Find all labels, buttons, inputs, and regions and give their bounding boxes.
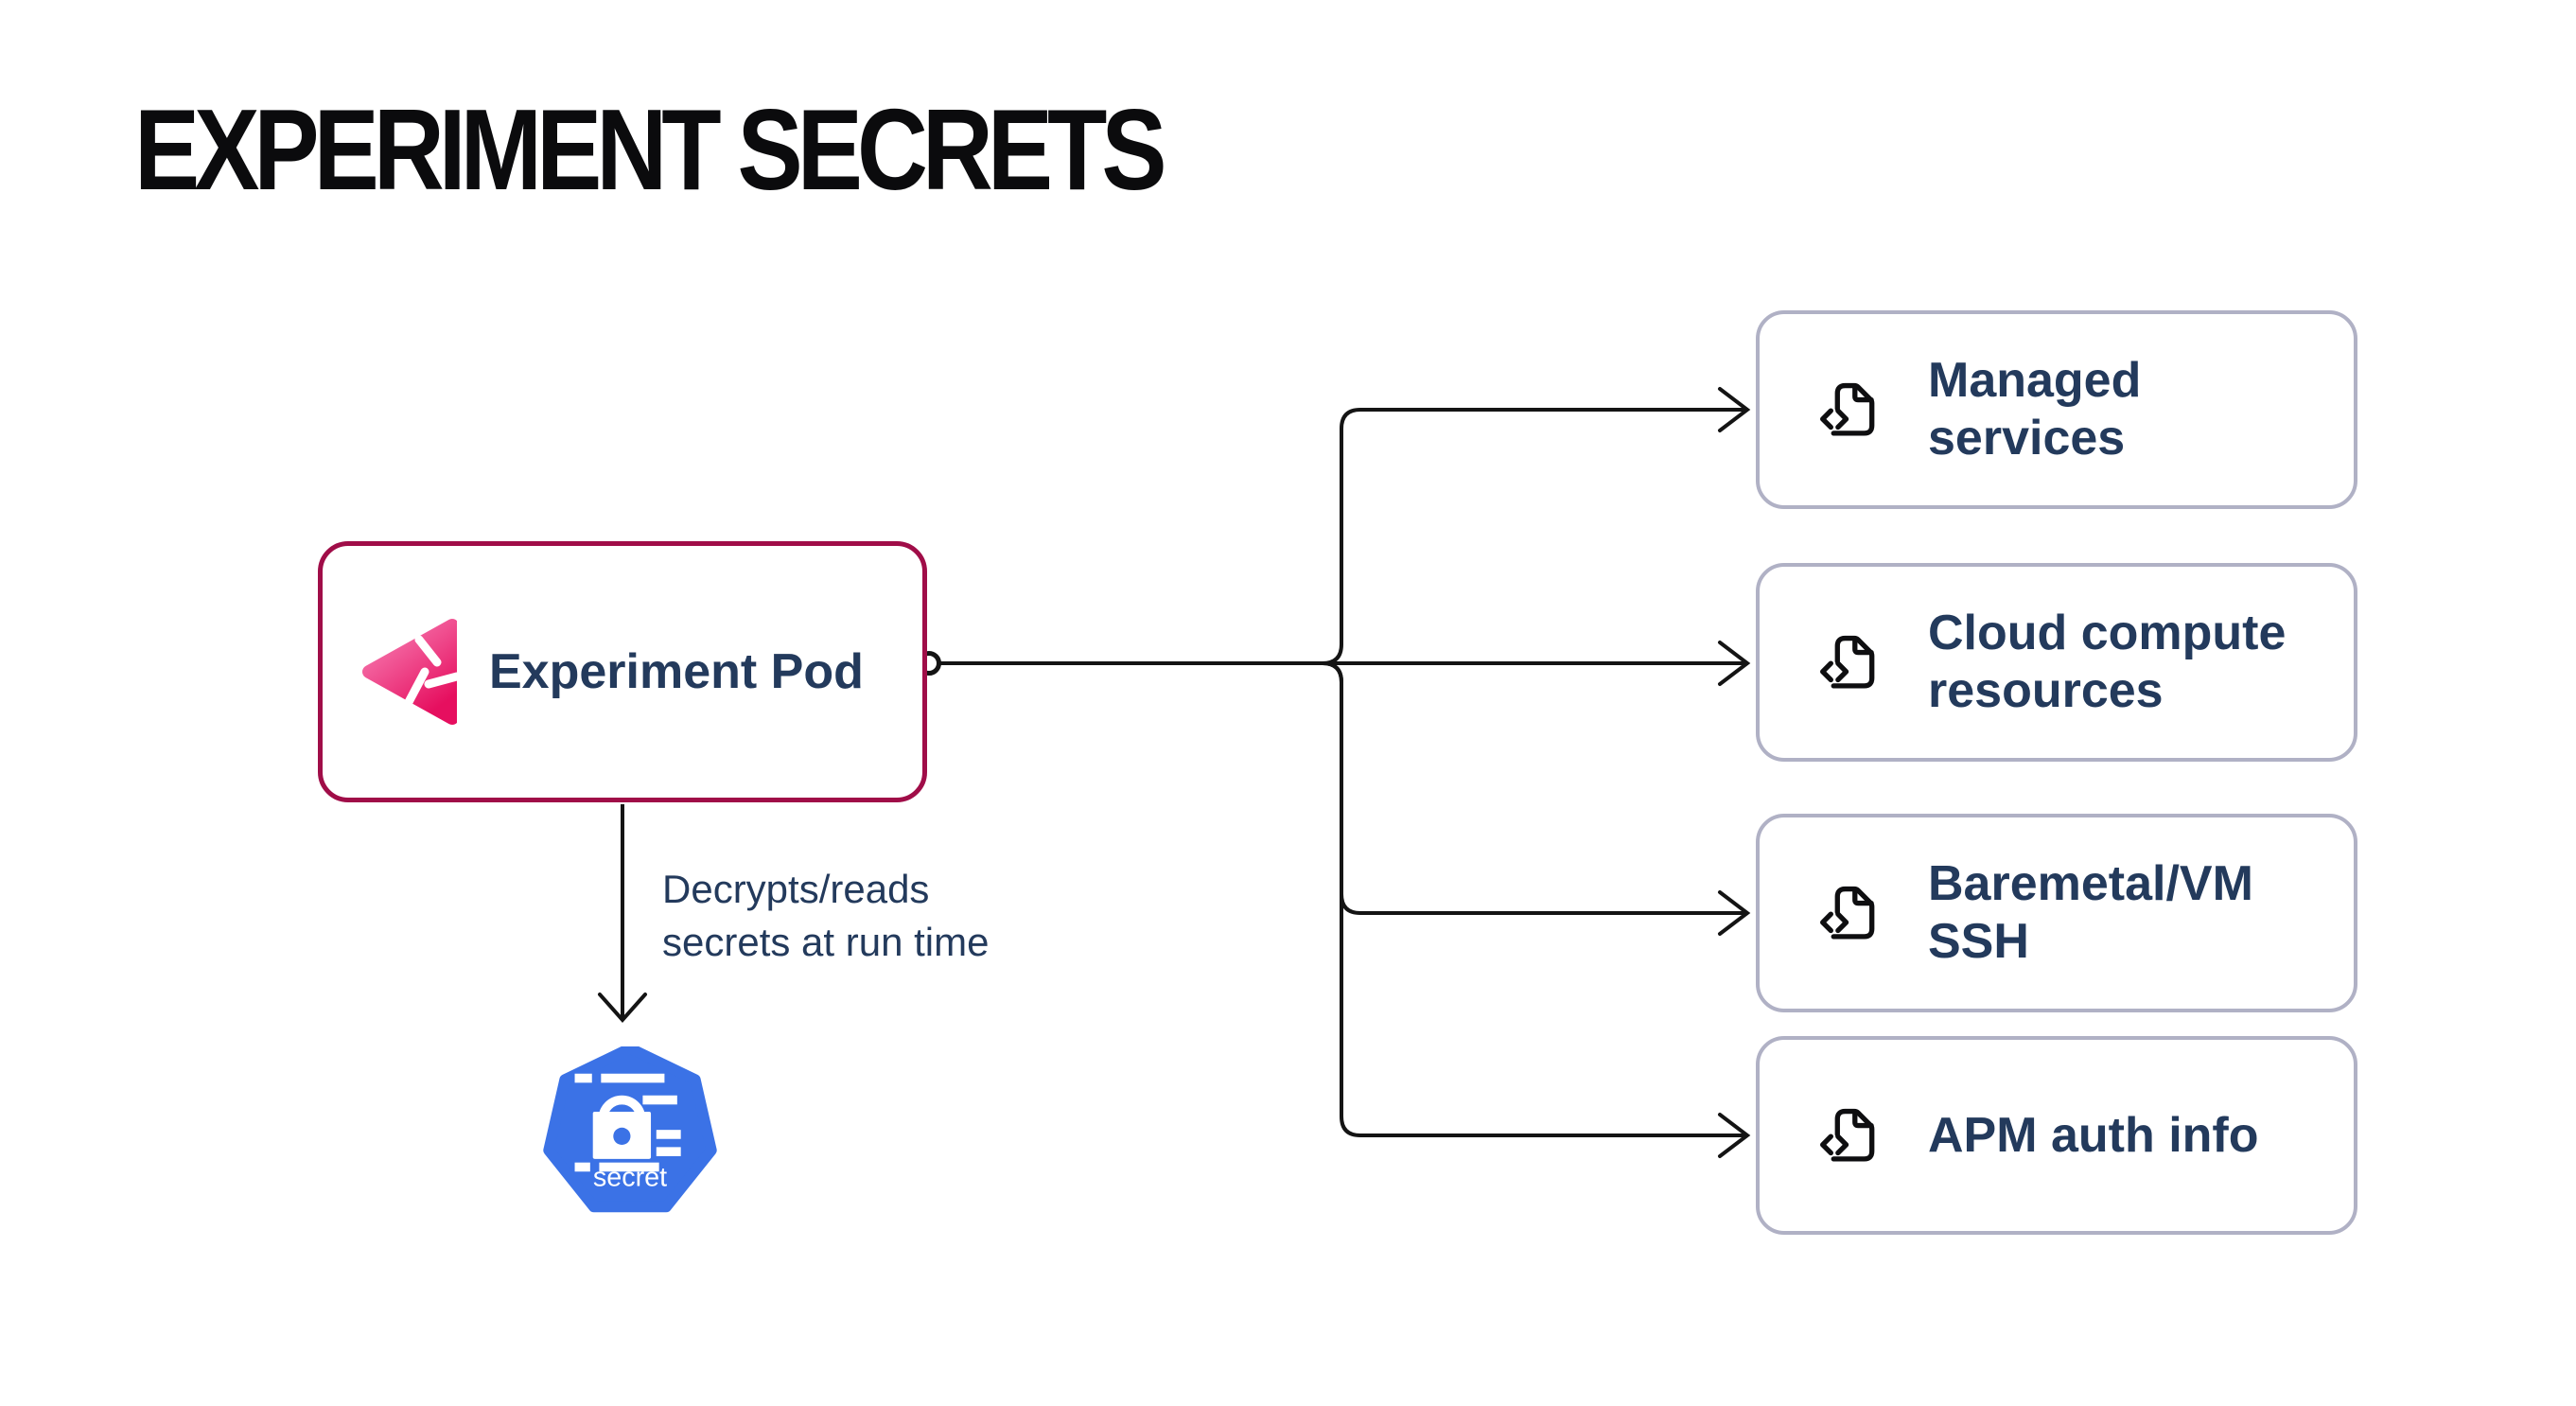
target-node-apm-auth: APM auth info — [1756, 1036, 2357, 1235]
target-node-baremetal-ssh: Baremetal/VM SSH — [1756, 814, 2357, 1012]
experiment-pod-node: Experiment Pod — [318, 541, 927, 802]
edge-to-baremetal-ssh — [938, 661, 1744, 915]
litmus-experiment-logo-icon — [362, 619, 457, 725]
target-label: Baremetal/VM SSH — [1928, 856, 2253, 969]
secret-lock-keyhole — [613, 1127, 631, 1145]
edge-to-managed-services — [938, 408, 1744, 665]
arrowhead-baremetal-ssh — [1718, 890, 1751, 936]
target-label: APM auth info — [1928, 1107, 2259, 1163]
arrowhead-apm-auth — [1718, 1113, 1751, 1158]
experiment-pod-label: Experiment Pod — [489, 644, 864, 699]
target-node-cloud-compute: Cloud compute resources — [1756, 563, 2357, 762]
arrowhead-secret — [598, 993, 647, 1024]
file-code-icon — [1820, 886, 1875, 940]
file-code-icon — [1820, 382, 1875, 436]
edge-to-apm-auth — [938, 661, 1744, 1137]
kubernetes-secret-icon: secret — [543, 1046, 717, 1213]
file-code-icon — [1820, 1108, 1875, 1162]
secret-label: secret — [593, 1163, 667, 1193]
arrowhead-cloud-compute — [1718, 641, 1751, 686]
file-code-icon — [1820, 635, 1875, 689]
edge-caption: Decrypts/reads secrets at run time — [662, 867, 990, 964]
page-title: EXPERIMENT SECRETS — [134, 85, 1167, 214]
target-label: Managed services — [1928, 353, 2142, 466]
target-label: Cloud compute resources — [1928, 606, 2287, 718]
arrowhead-managed-services — [1718, 387, 1751, 432]
target-node-managed-services: Managed services — [1756, 310, 2357, 509]
